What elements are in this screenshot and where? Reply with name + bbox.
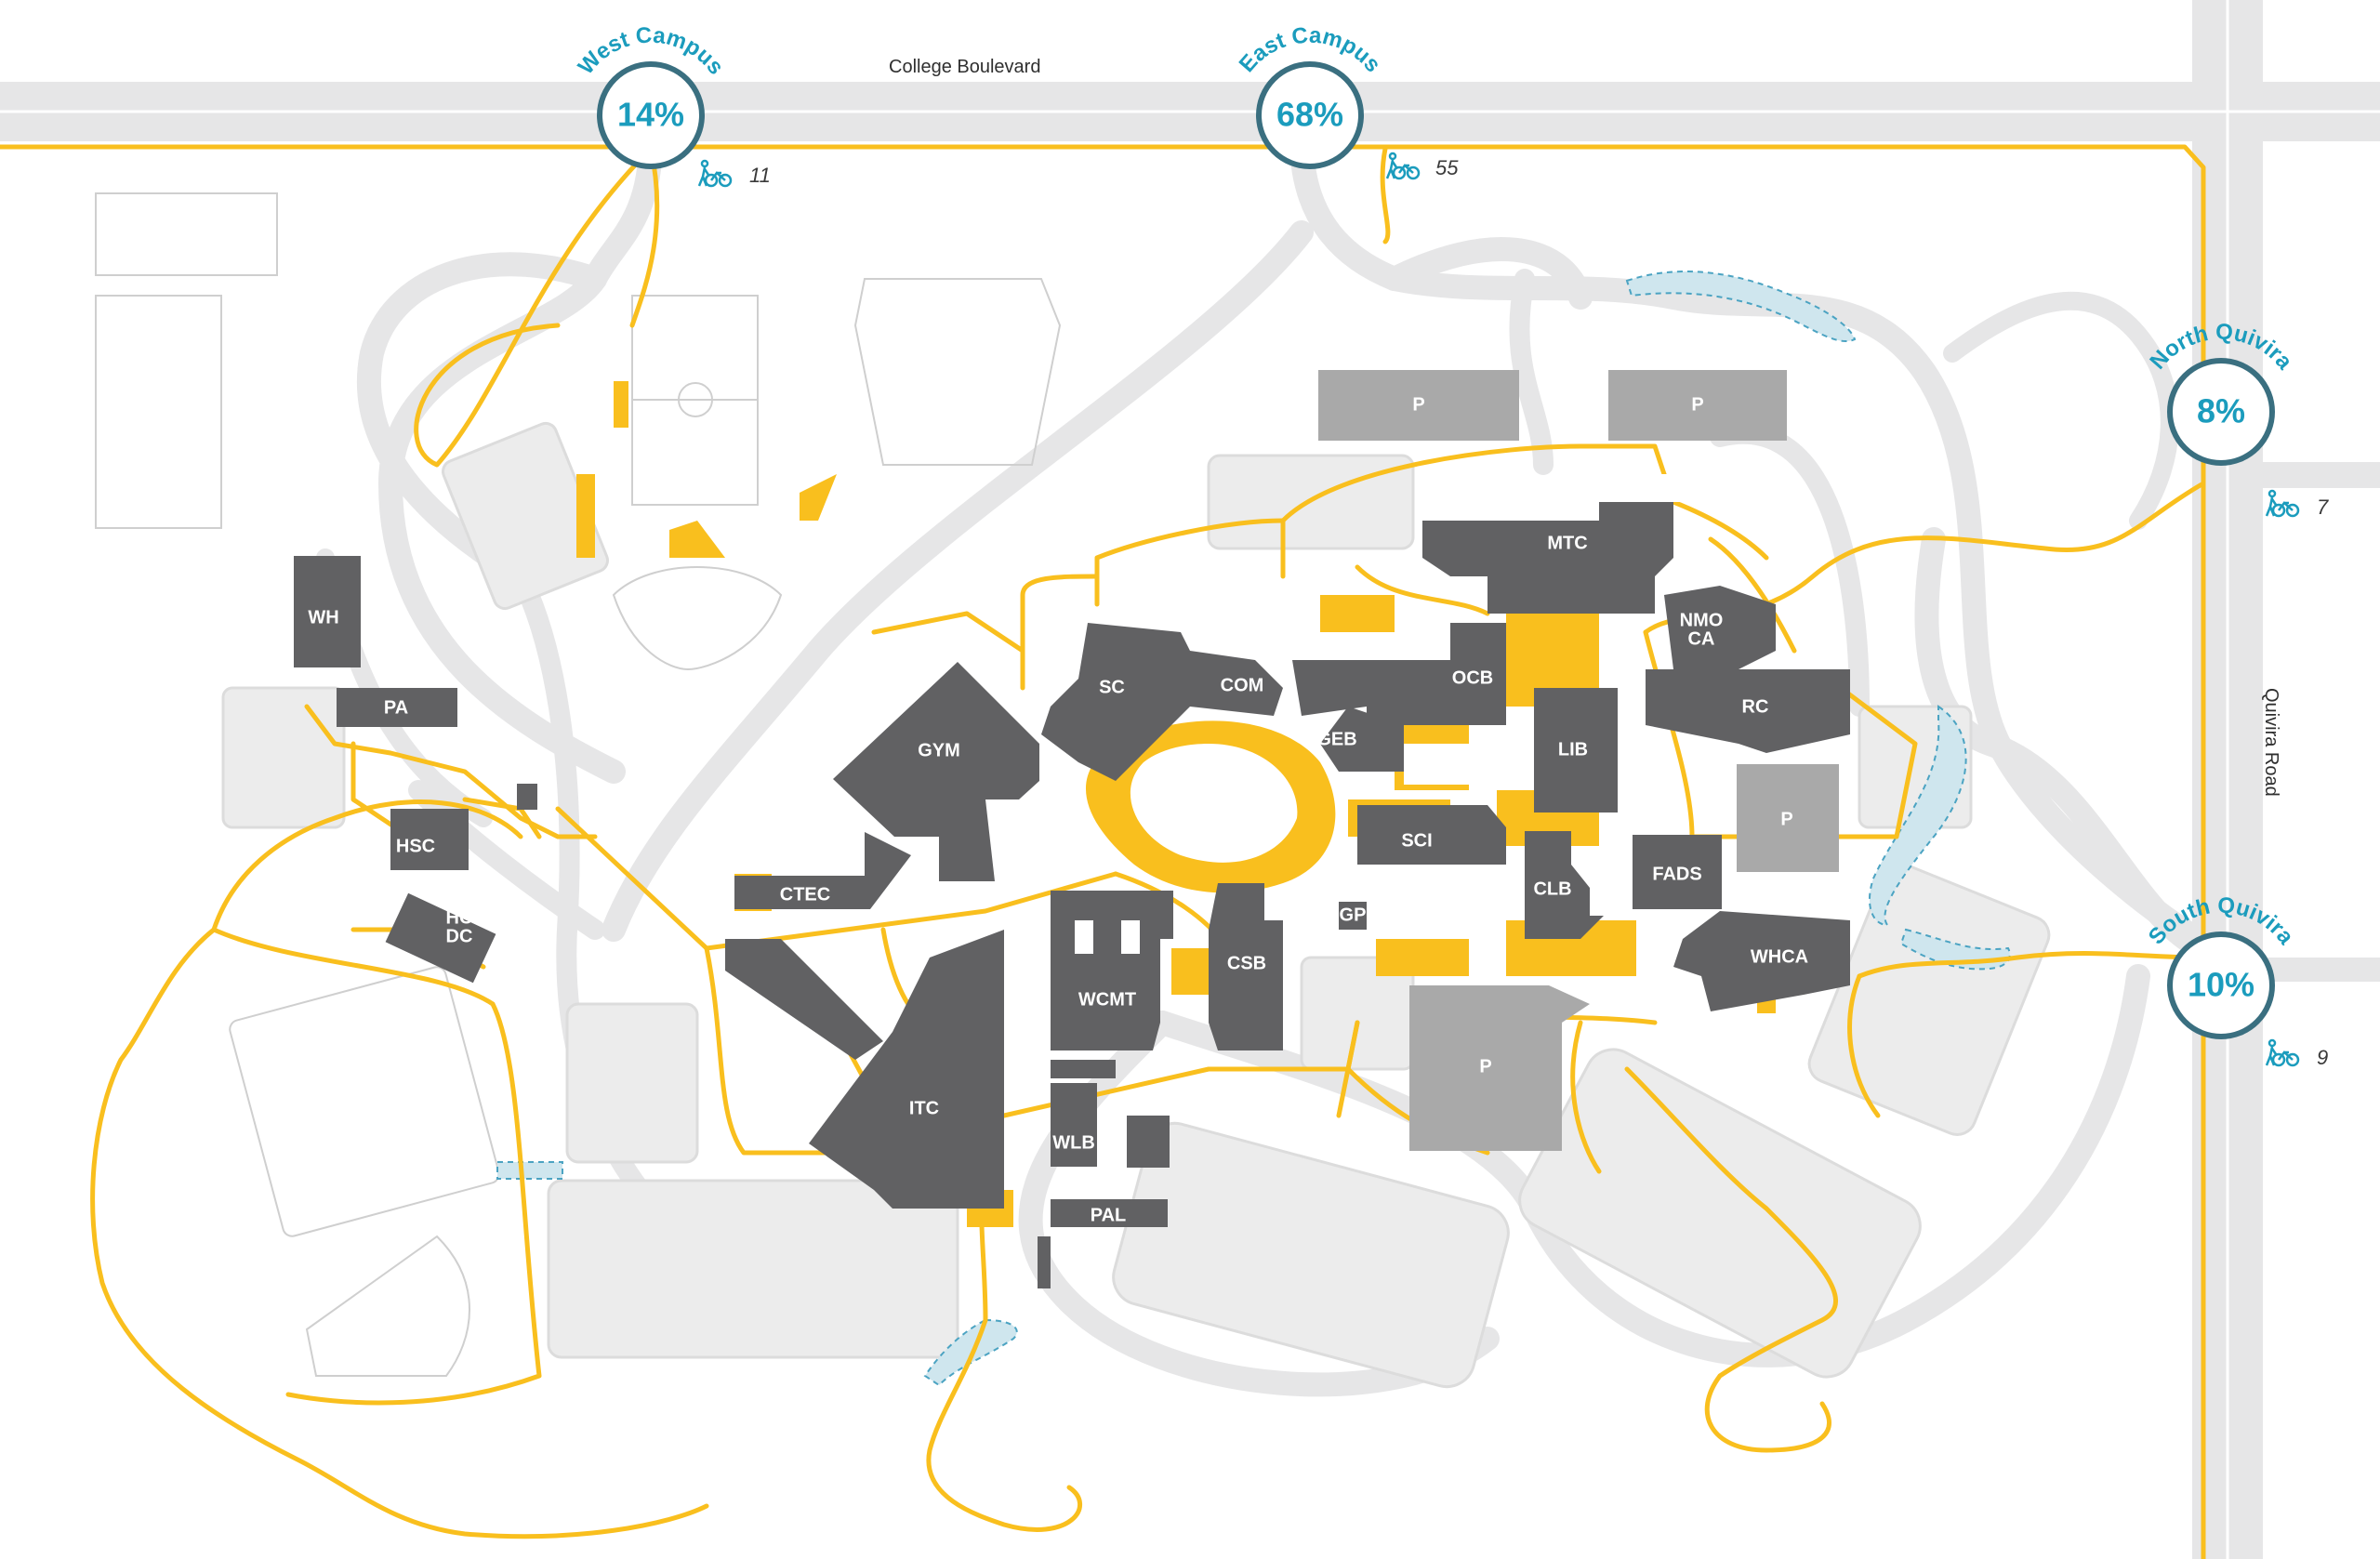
entrance-percent: 68%: [1276, 96, 1343, 134]
building-label-clb: CLB: [1533, 879, 1571, 899]
parking-structure: [1608, 370, 1787, 441]
parking-structures: [1318, 370, 1839, 1151]
bike-count-south-quivira: 9: [2265, 1038, 2328, 1069]
road-label-quivira-road: Quivira Road: [2261, 688, 2281, 797]
parking-label: P: [1479, 1056, 1491, 1077]
building-label-dc: DC: [446, 926, 473, 946]
building-label-ca: CA: [1688, 628, 1715, 649]
buildings: [294, 502, 1850, 1288]
athletic-fields: [95, 192, 1062, 1377]
bike-count: 55: [1435, 156, 1459, 179]
pedestrian-bike-icon: [2265, 1038, 2300, 1067]
building-label-ocb: OCB: [1452, 667, 1493, 688]
building-label-com: COM: [1221, 675, 1264, 695]
surface-lots: [221, 421, 2051, 1389]
entrance-percent: 8%: [2197, 392, 2245, 430]
road-label-college-boulevard: College Boulevard: [889, 57, 1040, 77]
parking-structure: [1737, 764, 1839, 872]
building-label-fads: FADS: [1652, 864, 1701, 884]
bike-count: 9: [2317, 1046, 2328, 1069]
bike-count-east: 55: [1385, 152, 1459, 180]
parking-structure: [1318, 370, 1519, 441]
building-details: [1075, 474, 1683, 954]
building-label-hsc: HSC: [396, 836, 435, 856]
building-label-mtc: MTC: [1547, 533, 1587, 553]
building-label-whca: WHCA: [1751, 946, 1808, 967]
pedestrian-bike-icon: [1385, 152, 1421, 180]
building-label-wlb: WLB: [1052, 1132, 1095, 1153]
parking-label: P: [1691, 394, 1703, 415]
bike-count-north-quivira: 7: [2265, 489, 2329, 519]
pedestrian-paths: [0, 144, 2206, 1559]
building-label-gp: GP: [1340, 905, 1367, 925]
parking-label: P: [1780, 809, 1792, 829]
bike-count-west: 11: [697, 159, 771, 188]
building-label-nmo: NMO: [1680, 610, 1724, 630]
building-label-geb: GEB: [1316, 729, 1356, 749]
building-label-rc: RC: [1742, 696, 1769, 717]
building-label-hc: HC: [446, 907, 473, 928]
building-label-wh: WH: [308, 607, 338, 628]
building-label-pal: PAL: [1091, 1205, 1127, 1225]
building-label-wcmt: WCMT: [1078, 989, 1136, 1010]
pedestrian-bike-icon: [697, 159, 733, 188]
building-label-sci: SCI: [1401, 830, 1432, 851]
bike-count: 7: [2317, 495, 2329, 519]
building-label-ctec: CTEC: [780, 884, 830, 905]
building-labels: WH PA HSC HC DC GYM CTEC SC COM GEB OCB …: [308, 533, 1808, 1225]
pedestrian-bike-icon: [2265, 489, 2300, 518]
parking-label: P: [1412, 394, 1424, 415]
building-label-lib: LIB: [1558, 739, 1588, 760]
entrance-north-quivira[interactable]: 8% North Quivira: [2145, 319, 2297, 466]
building-label-itc: ITC: [909, 1098, 939, 1118]
entrance-percent: 10%: [2188, 966, 2254, 1004]
entrance-percent: 14%: [617, 96, 684, 134]
road-labels: College Boulevard Quivira Road: [889, 57, 2281, 797]
bike-count: 11: [749, 164, 771, 187]
building-label-csb: CSB: [1227, 953, 1266, 973]
building-label-sc: SC: [1099, 677, 1125, 697]
parking-labels: P P P P: [1412, 394, 1792, 1077]
building-label-gym: GYM: [918, 740, 960, 760]
building-label-pa: PA: [384, 697, 408, 718]
parking-structure: [1409, 985, 1590, 1151]
